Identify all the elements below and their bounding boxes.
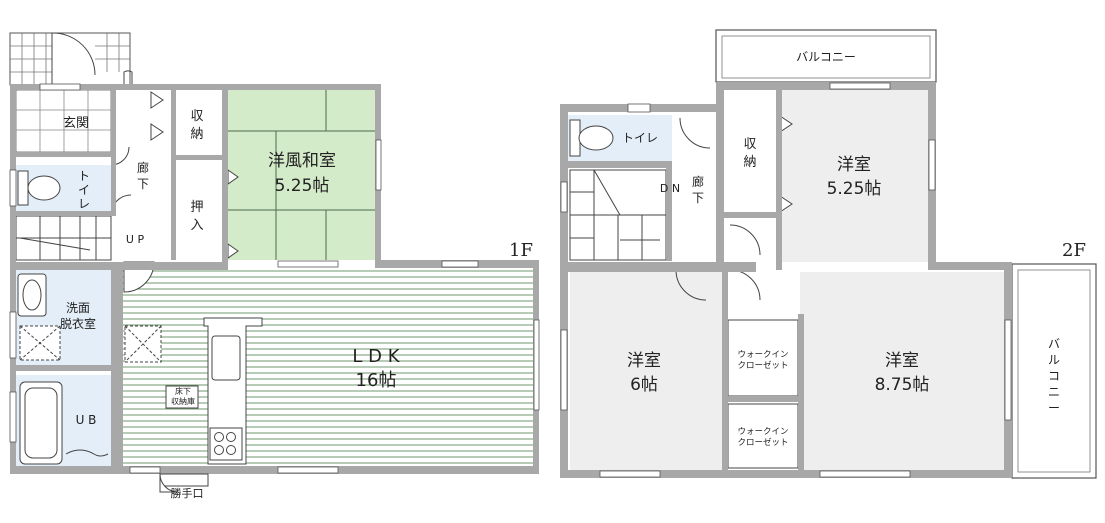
shuno1-label-1: 収: [190, 109, 203, 124]
wic2-label-2: クローゼット: [737, 437, 788, 448]
toilet1-label-2: イ: [78, 183, 90, 197]
ldk-size: 16帖: [356, 370, 397, 391]
windows-1f: [9, 83, 540, 474]
senmen-label-1: 洗面: [66, 301, 90, 315]
shuno2-label-1: 収: [743, 137, 756, 152]
bathtub: [19, 381, 109, 465]
washitsu-size: 5.25帖: [275, 176, 330, 196]
genkan-tiles: [15, 89, 112, 153]
toilet-bowl-2f: [569, 119, 614, 157]
shuno2-label-2: 納: [743, 155, 756, 170]
tatami-lines: [228, 88, 375, 260]
room-b-fill: [570, 272, 722, 470]
wash-basin: [17, 273, 61, 361]
room-c-size: 8.75帖: [875, 375, 930, 395]
room-a-fill: [780, 90, 928, 262]
rouka1-label-1: 廊: [137, 160, 149, 175]
balcony-side-label-2: ル: [1048, 353, 1060, 367]
balcony-side-label-1: バ: [1048, 337, 1060, 351]
floor-1: 玄関 収 納 洋風和室 5.25帖 廊 下 ト イ レ 押 入 U P 洗面 脱…: [9, 32, 540, 500]
balcony-side-label-4: ニ: [1048, 385, 1060, 399]
back-door: [159, 473, 209, 493]
balcony-side: [1011, 263, 1097, 479]
balcony-side-label-5: ー: [1048, 401, 1060, 415]
dn-label: D N: [660, 182, 680, 195]
balcony-top-label: バルコニー: [796, 50, 856, 64]
floor-2-label: 2F: [1062, 240, 1086, 261]
kitchen-counter: [203, 317, 263, 465]
balcony-top: [715, 29, 937, 83]
oshiire-label-2: 入: [190, 218, 203, 233]
ldk-floor: [123, 270, 533, 466]
rouka1-label-2: 下: [137, 177, 149, 191]
entrance-step: [123, 70, 133, 84]
room-b-label: 洋室: [627, 351, 661, 371]
wic2-label-1: ウォークイン: [737, 427, 788, 437]
floor-1-label: 1F: [509, 240, 533, 261]
oshiire-label-1: 押: [190, 200, 203, 215]
genkan-label: 玄関: [63, 116, 89, 131]
rouka2-label-2: 下: [692, 191, 704, 205]
toilet1-label-1: ト: [78, 169, 90, 183]
stairs-2f: [569, 169, 667, 261]
room-a-label: 洋室: [837, 155, 871, 175]
room-b-size: 6帖: [630, 375, 658, 395]
toilet-bowl-1f: [17, 170, 61, 206]
senmen-label-2: 脱衣室: [60, 316, 96, 331]
balcony-side-label-3: コ: [1048, 369, 1060, 383]
underfloor-box: [165, 385, 199, 409]
washitsu-label: 洋風和室: [268, 151, 336, 171]
wic1-label-2: クローゼット: [737, 360, 788, 371]
closet-doors-1f: [150, 91, 239, 259]
stairs-1f: [15, 215, 112, 261]
katteguchi-label: 勝手口: [171, 486, 204, 500]
washitsu-fill: [228, 88, 375, 260]
room-c-fill: [800, 272, 1004, 470]
windows-2f: [560, 82, 1012, 478]
toilet1-label-3: レ: [78, 197, 90, 211]
entrance-porch: [9, 32, 131, 86]
toilet2-label: トイレ: [622, 131, 658, 145]
rouka2-label-1: 廊: [692, 174, 704, 189]
wic-2: [727, 403, 799, 469]
up-label: U P: [126, 233, 145, 246]
room-a-size: 5.25帖: [827, 179, 882, 199]
fridge-space: [124, 325, 162, 363]
ub-label: U B: [76, 413, 97, 427]
wic1-label-1: ウォークイン: [737, 350, 788, 360]
underfloor-label-2: 収納庫: [171, 396, 195, 406]
underfloor-label-1: 床下: [175, 386, 191, 396]
shuno1-label-2: 納: [190, 127, 203, 142]
floor-2: バルコニー バ ル コ ニ ー トイレ 収 納 洋室 5.25帖 D N 廊 下…: [560, 29, 1097, 479]
ldk-label: L D K: [352, 346, 400, 367]
room-c-label: 洋室: [885, 351, 919, 371]
